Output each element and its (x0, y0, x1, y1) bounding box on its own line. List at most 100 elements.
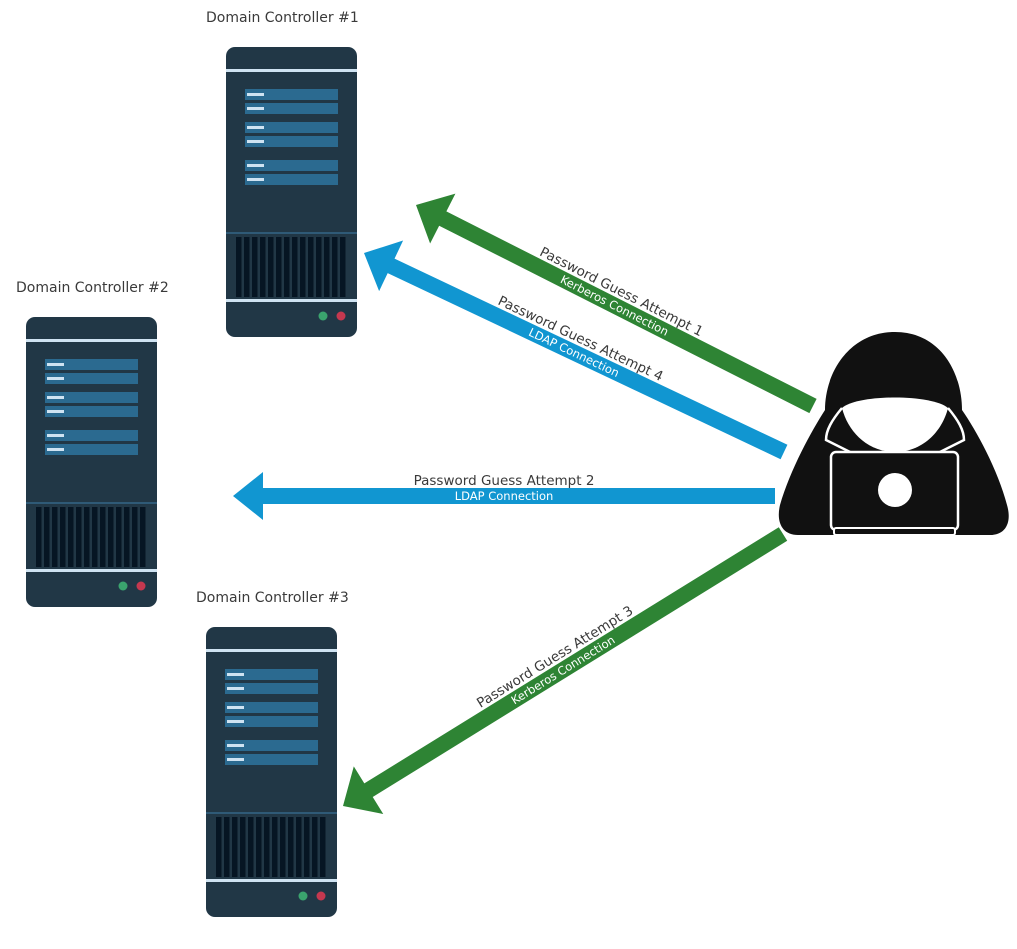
drive-bay (245, 103, 338, 114)
vent-slot (84, 507, 90, 567)
vent-slot (248, 817, 254, 877)
status-led-red (136, 581, 146, 591)
drive-bay (45, 444, 138, 455)
vent-divider (26, 502, 157, 504)
drive-bay-indicator (47, 363, 64, 366)
vent-slot (304, 817, 310, 877)
drive-bay-indicator (47, 396, 64, 399)
drive-bay-indicator (247, 93, 264, 96)
status-led-red (316, 891, 326, 901)
status-led-red (336, 311, 346, 321)
vent-slot (76, 507, 82, 567)
drive-bay (225, 669, 318, 680)
drive-bay (245, 122, 338, 133)
drive-bay (45, 406, 138, 417)
arrow-shape (233, 472, 775, 520)
drive-bay-indicator (47, 448, 64, 451)
drive-bay-indicator (247, 107, 264, 110)
vent-slot (268, 237, 274, 297)
drive-bay (45, 392, 138, 403)
drive-bay (225, 754, 318, 765)
attempt-protocol: LDAP Connection (455, 489, 554, 503)
vent-slot (244, 237, 250, 297)
server-dc1 (226, 47, 357, 337)
vent-slot (256, 817, 262, 877)
vent-slot (276, 237, 282, 297)
drive-bay (245, 174, 338, 185)
drive-bay (45, 359, 138, 370)
vent-slot (216, 817, 222, 877)
vent-slot (316, 237, 322, 297)
vent-slot (232, 817, 238, 877)
drive-bay (225, 740, 318, 751)
drive-bay-indicator (247, 126, 264, 129)
vent-slot (108, 507, 114, 567)
vent-slot (288, 817, 294, 877)
vent-slot (100, 507, 106, 567)
status-led-green (298, 891, 308, 901)
vent-slot (52, 507, 58, 567)
vent-slot (44, 507, 50, 567)
server-label-dc2: Domain Controller #2 (16, 280, 169, 296)
vent-slot (332, 237, 338, 297)
vent-slot (240, 817, 246, 877)
drive-bay-indicator (227, 720, 244, 723)
drive-bay-indicator (227, 744, 244, 747)
server-top-stripe (206, 649, 337, 652)
drive-bay (45, 430, 138, 441)
vent-slot (264, 817, 270, 877)
server-bottom-stripe (26, 569, 157, 572)
vent-divider (226, 232, 357, 234)
drive-bay (225, 683, 318, 694)
vent-divider (206, 812, 337, 814)
drive-bay-indicator (47, 434, 64, 437)
drive-bay-indicator (227, 687, 244, 690)
vent-slot (68, 507, 74, 567)
server-bottom-stripe (206, 879, 337, 882)
drive-bay (245, 160, 338, 171)
drive-bay (225, 702, 318, 713)
status-led-green (118, 581, 128, 591)
server-bottom-stripe (226, 299, 357, 302)
drive-bay (225, 716, 318, 727)
drive-bay-indicator (247, 140, 264, 143)
vent-slot (340, 237, 346, 297)
hooded-hacker-laptop-icon (778, 332, 1009, 536)
vent-slot (300, 237, 306, 297)
vent-slot (308, 237, 314, 297)
vent-slot (260, 237, 266, 297)
drive-bay-indicator (47, 377, 64, 380)
server-label-dc1: Domain Controller #1 (206, 10, 359, 26)
drive-bay-indicator (227, 673, 244, 676)
vent-slot (236, 237, 242, 297)
drive-bay-indicator (227, 706, 244, 709)
vent-slot (132, 507, 138, 567)
vent-slot (296, 817, 302, 877)
vent-slot (312, 817, 318, 877)
vent-slot (280, 817, 286, 877)
arrow-shape (415, 193, 817, 414)
drive-bay-indicator (227, 758, 244, 761)
vent-slot (140, 507, 146, 567)
vent-slot (272, 817, 278, 877)
vent-slot (124, 507, 130, 567)
vent-slot (224, 817, 230, 877)
vent-slot (60, 507, 66, 567)
arrow-shape (363, 240, 788, 460)
attempt-title: Password Guess Attempt 2 (414, 473, 595, 489)
vent-slot (320, 817, 326, 877)
vent-slot (116, 507, 122, 567)
drive-bay (245, 136, 338, 147)
attempt-title: Password Guess Attempt 3 (474, 603, 636, 712)
drive-bay (45, 373, 138, 384)
drive-bay-indicator (247, 178, 264, 181)
drive-bay (245, 89, 338, 100)
drive-bay-indicator (47, 410, 64, 413)
status-led-green (318, 311, 328, 321)
drive-bay-indicator (247, 164, 264, 167)
server-top-stripe (26, 339, 157, 342)
arrow-shape (343, 527, 788, 815)
